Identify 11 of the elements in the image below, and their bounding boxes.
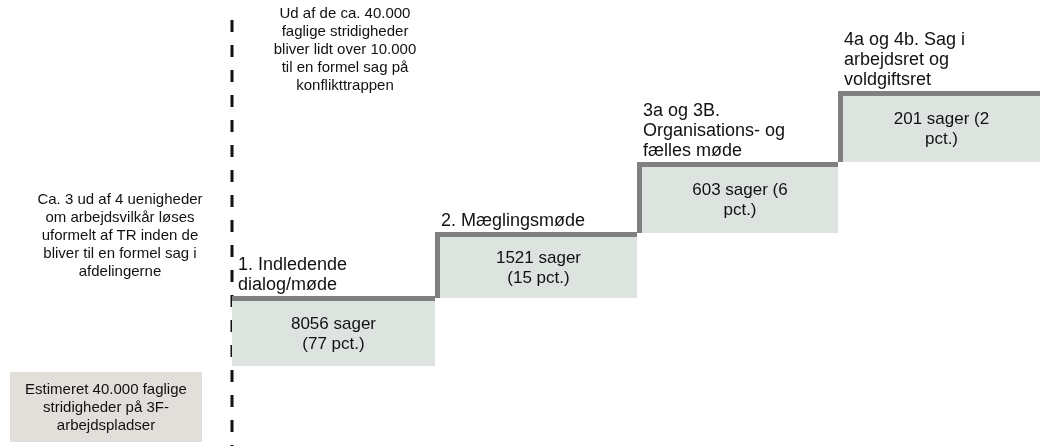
note-text: Ca. 3 ud af 4 uenigheder om arbejdsvilkår løses uformelt af TR inden de bliver til en formel sag i afdelingerne — [36, 190, 204, 280]
step-box: 1521 sager (15 pct.) — [435, 232, 637, 298]
step-heading: 4a og 4b. Sag i arbejdsret og voldgiftsret — [844, 29, 967, 89]
step-heading: 2. Mæglingsmøde — [441, 210, 587, 230]
step-heading: 1. Indledende dialog/møde — [238, 254, 349, 294]
step-box: 603 sager (6 pct.) — [637, 162, 838, 233]
step-box: 201 sager (2 pct.) — [838, 91, 1040, 162]
note-text: Ud af de ca. 40.000 faglige stridigheder bliver lidt over 10.000 til en formel sag på konflikttrappen — [272, 4, 418, 94]
step-heading: 3a og 3B. Organisations- og fælles møde — [643, 100, 787, 160]
step-box: 8056 sager (77 pct.) — [232, 296, 435, 366]
stage-box: Estimeret 40.000 faglige stridigheder på 3F-arbejdspladser — [10, 372, 202, 442]
